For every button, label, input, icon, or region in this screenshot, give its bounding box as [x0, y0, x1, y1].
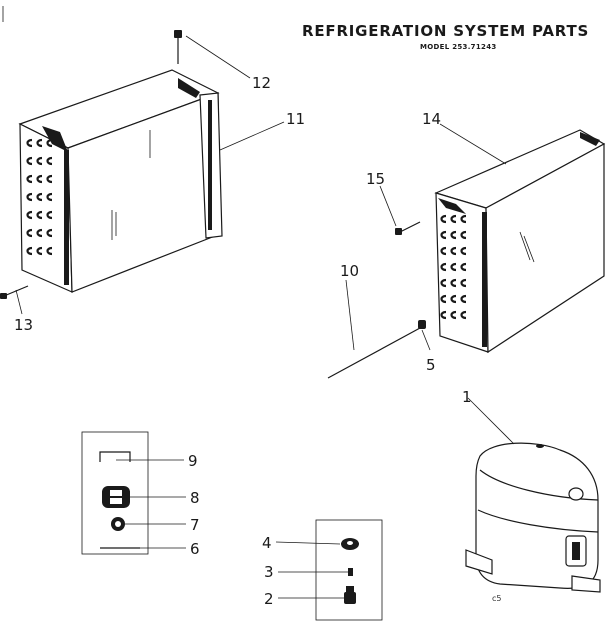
- tube-bend: [26, 174, 33, 184]
- tube-bend: [46, 210, 53, 220]
- tube-bend: [26, 228, 33, 238]
- tube-bend: [36, 138, 43, 148]
- evaporator-coil: [395, 129, 606, 354]
- tube-bend: [26, 210, 33, 220]
- diagram-title: REFRIGERATION SYSTEM PARTS: [302, 22, 589, 40]
- tube-bend: [36, 174, 43, 184]
- tube-bend: [450, 294, 457, 304]
- tube-bend: [440, 246, 447, 256]
- tube-bend: [460, 278, 467, 288]
- condenser-coil: [0, 30, 223, 299]
- callout-5: 5: [426, 356, 436, 374]
- callout-1: 1: [462, 388, 472, 406]
- tube-bend: [46, 228, 53, 238]
- callout-12: 12: [252, 74, 271, 92]
- model-number: MODEL 253.71243: [420, 43, 497, 51]
- tube-bend: [440, 230, 447, 240]
- parts-kit-6-9: [81, 431, 149, 555]
- callout-10: 10: [340, 262, 359, 280]
- tube-bend: [26, 156, 33, 166]
- capillary-tube: [327, 320, 426, 379]
- tube-bend: [460, 310, 467, 320]
- tube-bend: [440, 294, 447, 304]
- tube-bend: [440, 262, 447, 272]
- tube-bend: [26, 192, 33, 202]
- callout-13: 13: [14, 316, 33, 334]
- callout-15: 15: [366, 170, 385, 188]
- tube-bend: [450, 246, 457, 256]
- tube-bend: [440, 278, 447, 288]
- tube-bend: [460, 230, 467, 240]
- callout-6: 6: [190, 540, 200, 558]
- tube-bend: [26, 246, 33, 256]
- tube-bend: [36, 210, 43, 220]
- callout-11: 11: [286, 110, 305, 128]
- callouts: 12 11 13 14 15 10 5 1 9 8 7 6 4 3 2: [14, 74, 472, 608]
- tube-bend: [460, 246, 467, 256]
- tube-bend: [46, 156, 53, 166]
- tube-bend: [36, 156, 43, 166]
- tube-bend: [450, 214, 457, 224]
- tube-bend: [450, 310, 457, 320]
- tube-bend: [46, 138, 53, 148]
- diagram-code: c5: [492, 594, 502, 603]
- tube-bend: [36, 228, 43, 238]
- tube-bend: [460, 294, 467, 304]
- callout-3: 3: [264, 563, 274, 581]
- compressor: [465, 442, 601, 593]
- tube-bend: [440, 214, 447, 224]
- callout-8: 8: [190, 489, 200, 507]
- callout-4: 4: [262, 534, 272, 552]
- callout-2: 2: [264, 590, 274, 608]
- tube-bend: [46, 246, 53, 256]
- tube-bend: [36, 192, 43, 202]
- tube-bend: [450, 278, 457, 288]
- tube-bend: [46, 192, 53, 202]
- callout-14: 14: [422, 110, 441, 128]
- tube-bend: [36, 246, 43, 256]
- callout-9: 9: [188, 452, 198, 470]
- tube-bend: [440, 310, 447, 320]
- callout-7: 7: [190, 516, 200, 534]
- tube-bend: [460, 214, 467, 224]
- tube-bend: [450, 230, 457, 240]
- tube-bend: [450, 262, 457, 272]
- parts-kit-2-4: [315, 519, 383, 621]
- tube-bend: [26, 138, 33, 148]
- tube-bend: [460, 262, 467, 272]
- leader-lines: [15, 35, 515, 599]
- tube-bend: [46, 174, 53, 184]
